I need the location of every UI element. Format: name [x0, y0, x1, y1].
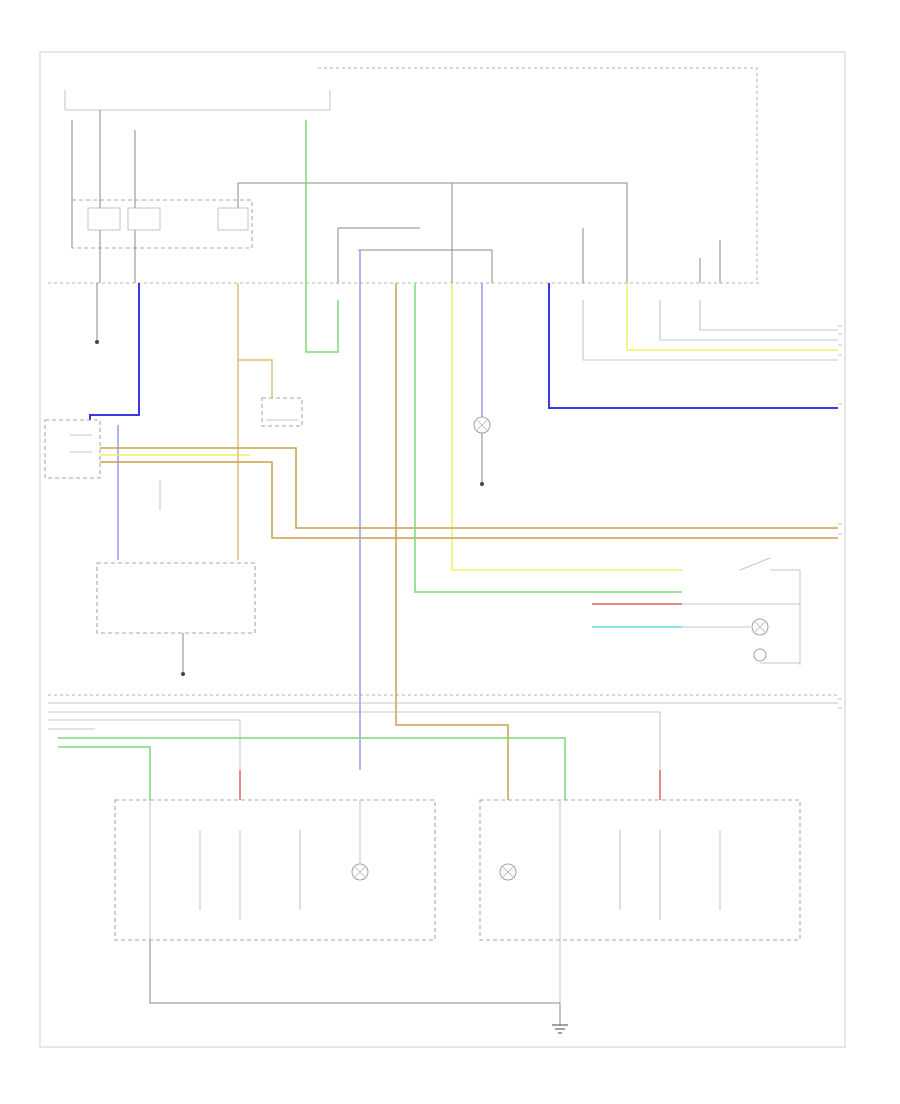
ground-icon [480, 482, 484, 486]
top-harness-border [318, 67, 758, 283]
orange-wire-bus-1 [100, 447, 838, 529]
yellow-wire-right [626, 283, 838, 351]
junction-branch [358, 249, 493, 283]
bulb-filament [476, 419, 488, 431]
bulb-icon [753, 648, 767, 662]
switch-icon [739, 557, 801, 665]
orange-wire-bus-2 [100, 461, 838, 539]
ground-icon [552, 1024, 568, 1034]
green-wire-bottom-2 [58, 746, 151, 800]
fuse-2 [127, 207, 161, 231]
green-wire-bottom [58, 737, 566, 800]
right-rear-lamp [479, 799, 801, 941]
orange-wire-switch [238, 359, 273, 400]
lighting-control-unit [96, 562, 256, 634]
fuse-block [71, 199, 253, 249]
fuse-feed-wires [71, 110, 136, 283]
junction-dot [95, 340, 99, 344]
right-connectors [582, 228, 721, 283]
bulb-filament [502, 866, 514, 878]
top-feed-stubs [64, 90, 331, 110]
switch-branch [337, 227, 420, 283]
right-lamp-internal [559, 800, 721, 1010]
left-rear-lamp [114, 799, 436, 941]
connector-icon [838, 325, 842, 709]
ground-return-wire [149, 940, 560, 1004]
right-lamp-wires [682, 603, 800, 628]
bulb-filament [754, 621, 766, 633]
relay-bus [237, 182, 628, 283]
gray-bus-wires [582, 300, 838, 361]
yellow-wire-center [451, 283, 682, 571]
fuse-1 [87, 207, 121, 231]
ground-icon [181, 672, 185, 676]
blue-wire-right [548, 283, 838, 409]
green-wire-center [414, 283, 682, 593]
left-lamp-internal [149, 800, 361, 940]
bottom-bus-wires [48, 702, 838, 800]
diagram-frame [39, 51, 846, 1048]
headlight-relay [261, 397, 303, 427]
orange-wire-down [395, 283, 509, 800]
fuse-3 [217, 207, 249, 231]
combination-switch [44, 419, 101, 479]
green-feed-wire [305, 120, 339, 353]
bulb-filament [354, 866, 366, 878]
switch-contacts [70, 434, 92, 453]
